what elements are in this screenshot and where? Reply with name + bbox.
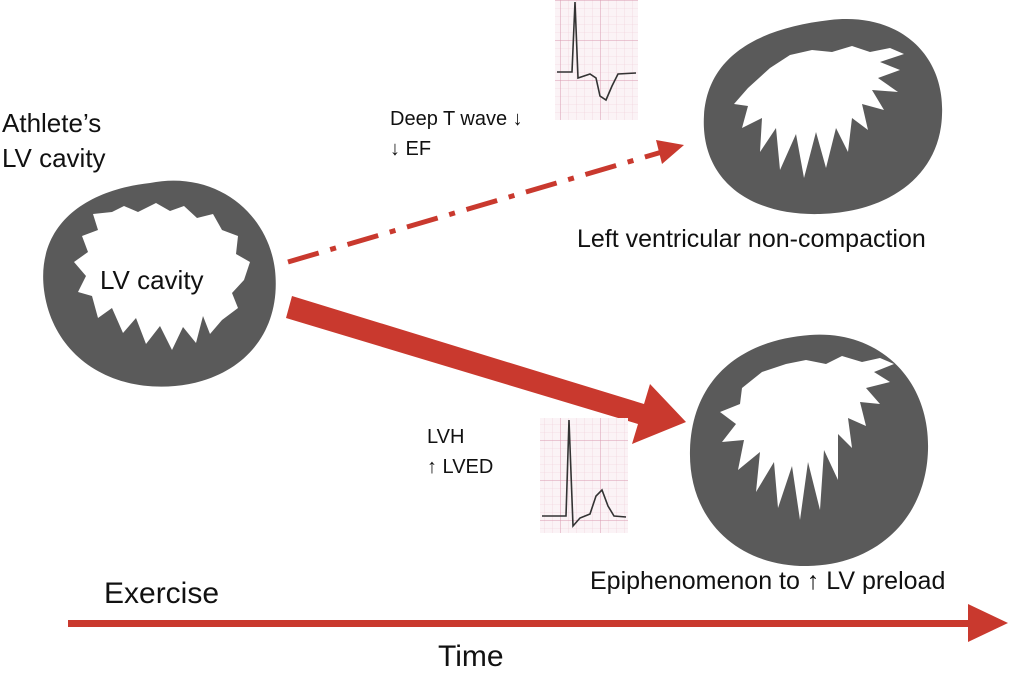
lvh-text: LVH bbox=[427, 426, 465, 448]
lvh-label: LVH ↑ LVED bbox=[427, 422, 493, 482]
lvh-arrow bbox=[286, 296, 686, 444]
deep-t-wave-text: Deep T wave ↓ bbox=[390, 108, 523, 130]
lvh-ecg-icon bbox=[540, 418, 628, 533]
noncompaction-arrow bbox=[287, 140, 684, 265]
time-label: Time bbox=[438, 640, 504, 673]
athlete-lv-cavity-label: Athlete’s LV cavity bbox=[2, 106, 106, 176]
lvh-heart-icon bbox=[689, 334, 929, 567]
athlete-heart-icon bbox=[43, 180, 276, 387]
lv-cavity-label: LV cavity bbox=[100, 265, 204, 295]
epiphenomenon-label: Epiphenomenon to ↑ LV preload bbox=[590, 567, 946, 595]
noncompaction-heart-icon bbox=[703, 19, 943, 215]
ef-text: ↓ EF bbox=[390, 138, 432, 160]
lved-text: ↑ LVED bbox=[427, 456, 494, 478]
deep-t-wave-ecg-icon bbox=[555, 0, 638, 120]
deep-t-wave-label: Deep T wave ↓ ↓ EF bbox=[390, 104, 523, 164]
time-axis-arrow bbox=[68, 604, 1008, 642]
exercise-label: Exercise bbox=[104, 577, 220, 610]
athlete-label-line1: Athlete’s bbox=[2, 108, 102, 138]
noncompaction-label: Left ventricular non-compaction bbox=[577, 225, 926, 253]
athlete-label-line2: LV cavity bbox=[2, 143, 106, 173]
